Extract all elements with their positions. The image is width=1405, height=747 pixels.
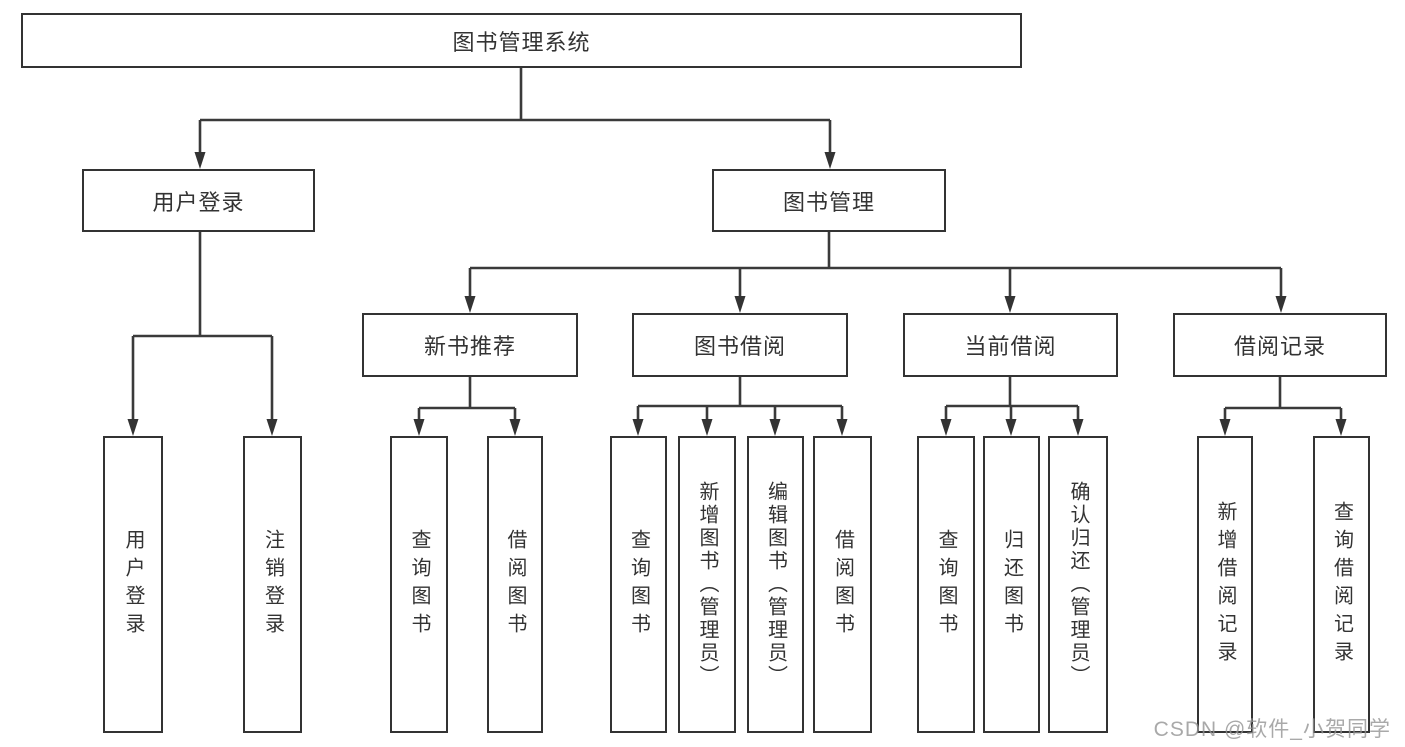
node-label: 图书借阅 xyxy=(693,334,786,359)
arrowhead xyxy=(734,296,746,313)
leaf-query-borrow-record: 查询借阅记录 xyxy=(1313,436,1370,733)
arrowhead xyxy=(1335,419,1347,436)
node-book-management: 图书管理 xyxy=(712,169,946,232)
leaf-label: 用户登录 xyxy=(122,528,144,641)
leaf-borrow-books: 借阅图书 xyxy=(813,436,872,733)
arrowhead xyxy=(1072,419,1084,436)
leaf-label: 新增借阅记录 xyxy=(1214,500,1236,669)
arrowhead xyxy=(632,419,644,436)
node-root: 图书管理系统 xyxy=(21,13,1022,68)
arrowhead xyxy=(1005,419,1017,436)
leaf-label: 新增图书（管理员） xyxy=(696,481,718,688)
node-label: 当前借阅 xyxy=(964,334,1057,359)
leaf-label: 查询图书 xyxy=(627,528,650,641)
leaf-query-books-recommend: 查询图书 xyxy=(390,436,448,733)
leaf-label: 借阅图书 xyxy=(831,528,854,641)
leaf-add-borrow-record: 新增借阅记录 xyxy=(1197,436,1253,733)
leaf-borrow-books-recommend: 借阅图书 xyxy=(487,436,543,733)
leaf-label: 确认归还（管理员） xyxy=(1067,481,1089,688)
arrowhead xyxy=(509,419,521,436)
arrowhead xyxy=(701,419,713,436)
arrowhead xyxy=(769,419,781,436)
csdn-watermark: CSDN @软件_小贺同学 xyxy=(1153,718,1391,741)
leaf-logout: 注销登录 xyxy=(243,436,302,733)
arrowhead xyxy=(266,419,278,436)
arrowhead xyxy=(836,419,848,436)
arrowhead xyxy=(127,419,139,436)
node-current-borrow: 当前借阅 xyxy=(903,313,1118,377)
leaf-label: 归还图书 xyxy=(1000,528,1023,641)
arrowhead xyxy=(824,152,836,169)
arrowhead xyxy=(1275,296,1287,313)
node-root-label: 图书管理系统 xyxy=(452,29,591,55)
leaf-user-login: 用户登录 xyxy=(103,436,163,733)
leaf-label: 借阅图书 xyxy=(504,528,526,641)
arrowhead xyxy=(413,419,425,436)
leaf-label: 查询借阅记录 xyxy=(1330,500,1353,669)
node-label: 借阅记录 xyxy=(1233,334,1326,359)
leaf-edit-books-admin: 编辑图书（管理员） xyxy=(747,436,804,733)
node-user-login: 用户登录 xyxy=(82,169,315,232)
leaf-add-books-admin: 新增图书（管理员） xyxy=(678,436,736,733)
arrowhead xyxy=(1004,296,1016,313)
node-label: 用户登录 xyxy=(152,189,245,215)
arrowhead xyxy=(464,296,476,313)
leaf-label: 查询图书 xyxy=(408,528,430,641)
arrowhead xyxy=(940,419,952,436)
leaf-query-books-current: 查询图书 xyxy=(917,436,975,733)
leaf-confirm-return-admin: 确认归还（管理员） xyxy=(1048,436,1108,733)
arrowhead xyxy=(194,152,206,169)
node-borrow-record: 借阅记录 xyxy=(1173,313,1387,377)
node-book-borrow: 图书借阅 xyxy=(632,313,848,377)
leaf-query-books-borrow: 查询图书 xyxy=(610,436,667,733)
leaf-label: 编辑图书（管理员） xyxy=(764,481,787,688)
leaf-label: 注销登录 xyxy=(261,528,284,641)
node-label: 新书推荐 xyxy=(423,334,516,359)
leaf-label: 查询图书 xyxy=(935,528,957,641)
node-label: 图书管理 xyxy=(782,189,875,215)
leaf-return-books: 归还图书 xyxy=(983,436,1040,733)
node-new-book-recommend: 新书推荐 xyxy=(362,313,578,377)
arrowhead xyxy=(1219,419,1231,436)
